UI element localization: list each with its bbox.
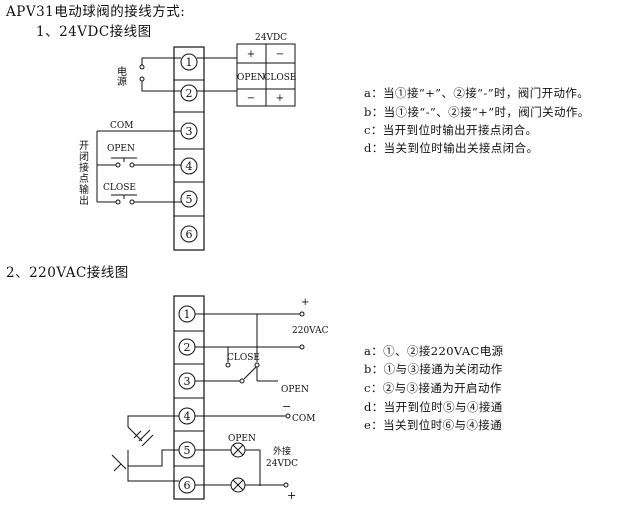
terminal-2-5: 5 (184, 444, 191, 457)
com-label: COM (292, 414, 315, 424)
open-switch-label: OPEN (281, 385, 309, 395)
minus-label: − (282, 400, 291, 413)
terminal-2-3: 3 (184, 375, 191, 388)
relay-close-bottom: + (276, 93, 284, 104)
terminal-1-3: 3 (186, 125, 193, 138)
note-d: d：当关到位时输出关接点闭合。 (364, 141, 539, 155)
ext-label-2: 24VDC (266, 459, 298, 469)
power-source: 电源 (115, 57, 181, 92)
limit-switch-open (127, 426, 154, 466)
close-label: CLOSE (103, 183, 136, 193)
terminal-block-2: 1 2 3 4 5 6 (173, 295, 205, 500)
ac-supply-wiring: + 220VAC CLOSE OPEN (195, 297, 329, 395)
supply-label: 220VAC (292, 326, 329, 336)
lamp-open-label: OPEN (228, 434, 256, 444)
note-b: b：当①接“-”、②接“+”时，阀门关动作。 (364, 105, 590, 119)
feedback-label: 开闭接点输出 (77, 140, 89, 206)
terminal-1-2: 2 (186, 87, 193, 100)
note-c: c：当开到位时输出开接点闭合。 (364, 123, 538, 137)
terminal-2-4: 4 (184, 410, 191, 423)
note-e: e：当关到位时⑥与④接通 (364, 418, 503, 432)
note-d: d：当开到位时⑤与④接通 (364, 400, 503, 414)
page-title: APV31电动球阀的接线方式: (6, 4, 186, 20)
terminal-1-1: 1 (186, 56, 193, 69)
relay-open-top: + (247, 49, 255, 60)
note-c: c：②与③接通为开启动作 (364, 381, 502, 395)
note-a: a：①、②接220VAC电源 (364, 344, 504, 358)
relay-box-header: 24VDC (255, 33, 287, 43)
output-wiring: − COM OPEN + 外接 24VDC (111, 400, 315, 502)
ext-label-1: 外接 (273, 445, 291, 457)
close-switch-label: CLOSE (227, 353, 260, 363)
section2-heading: 2、220VAC接线图 (6, 265, 129, 281)
relay-close-label: CLOSE (264, 73, 297, 83)
terminal-2-2: 2 (184, 341, 191, 354)
limit-switch-close (111, 454, 127, 472)
plus-label: + (301, 297, 309, 308)
com-label: COM (110, 121, 133, 131)
bottom-plus: + (287, 489, 296, 502)
terminal-2-1: 1 (184, 308, 191, 321)
power-label: 电源 (115, 65, 127, 87)
relay-open-bottom: − (247, 93, 255, 104)
note-a: a：当①接“+”、②接“-”时，阀门开动作。 (364, 86, 590, 100)
relay-open-label: OPEN (237, 73, 265, 83)
relay-box: 24VDC OPEN CLOSE + − − + (197, 33, 297, 107)
terminal-1-4: 4 (186, 160, 193, 173)
note-b: b：①与③接通为关闭动作 (364, 362, 503, 376)
section1-heading: 1、24VDC接线图 (36, 24, 152, 40)
feedback-contacts: COM OPEN CLOSE 开闭接点输出 (77, 121, 181, 206)
terminal-2-6: 6 (184, 479, 191, 492)
open-label: OPEN (107, 144, 135, 154)
terminal-block-1: 1 2 3 4 5 6 (173, 46, 205, 251)
relay-close-top: − (276, 49, 284, 60)
terminal-1-5: 5 (186, 193, 193, 206)
terminal-1-6: 6 (186, 228, 193, 241)
